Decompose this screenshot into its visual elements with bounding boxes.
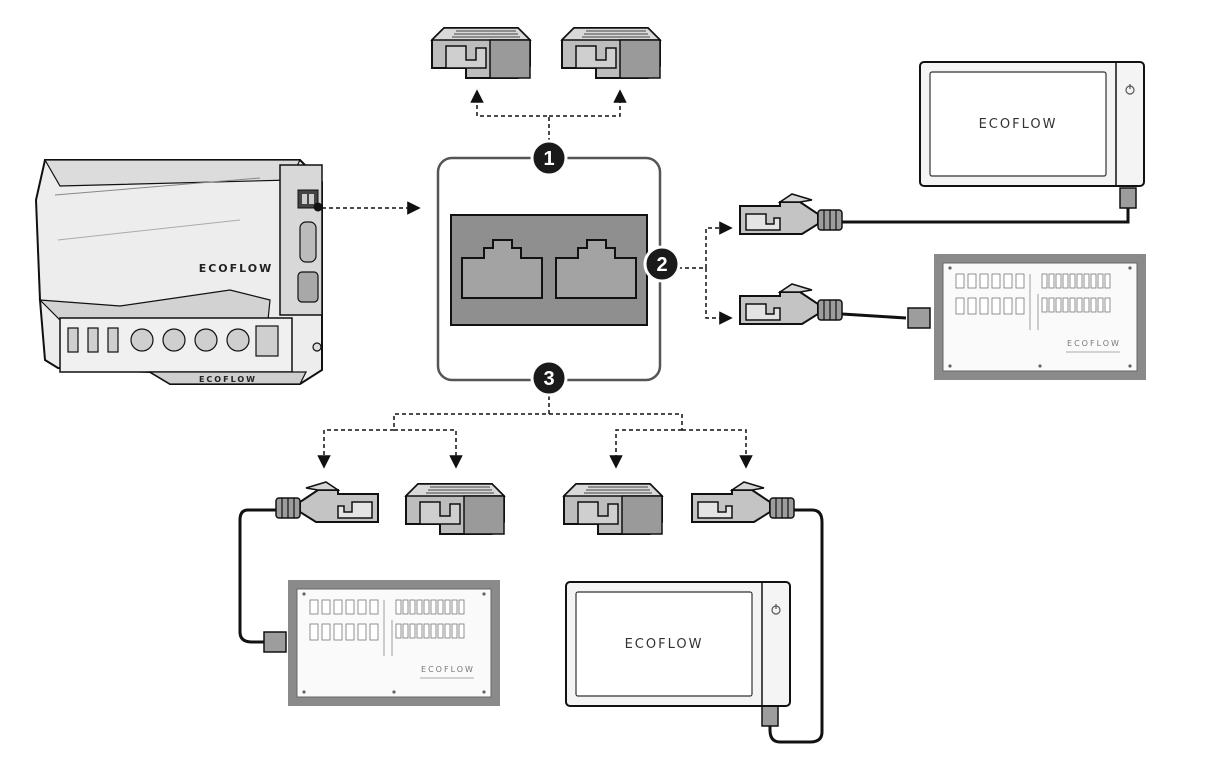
cable-to-lower-console xyxy=(768,508,824,744)
step-number-3: 3 xyxy=(543,368,554,390)
console-brand-label: ECOFLOW xyxy=(979,117,1058,132)
smart-panel-brand-label: ECOFLOW xyxy=(1067,339,1121,348)
step-number-2: 2 xyxy=(656,254,667,276)
hub-brand-label: ECOFLOW xyxy=(199,262,274,275)
step1-left-arrow xyxy=(470,89,550,142)
cable-to-console xyxy=(842,206,1130,224)
right-rj45-port xyxy=(555,239,637,299)
terminator-plug-icon xyxy=(405,483,505,535)
step-badge-3: 3 xyxy=(530,359,568,397)
step-badge-1: 1 xyxy=(530,139,568,177)
lower-smart-panel-brand-label: ECOFLOW xyxy=(421,665,475,674)
rj45-cable-plug-icon xyxy=(275,481,379,523)
smart-panel-icon: ECOFLOW xyxy=(287,579,501,707)
step2-upper-arrow xyxy=(678,221,733,269)
step1-right-arrow xyxy=(549,89,627,117)
step3-arrow-1 xyxy=(317,429,394,469)
step-number-1: 1 xyxy=(543,148,554,170)
console-display-icon: ECOFLOW xyxy=(565,581,791,707)
hub-base-brand-label: ECOFLOW xyxy=(199,375,257,384)
left-rj45-port xyxy=(461,239,543,299)
rj45-cable-plug-icon xyxy=(739,283,843,325)
terminator-plug-icon xyxy=(431,27,531,79)
step3-arrow-2 xyxy=(394,429,463,469)
terminator-plug-icon xyxy=(563,483,663,535)
terminator-plug-icon xyxy=(561,27,661,79)
console-display-icon: ECOFLOW xyxy=(919,61,1145,187)
step2-lower-arrow xyxy=(705,268,733,325)
rj45-cable-plug-icon xyxy=(691,481,795,523)
rj45-cable-plug-icon xyxy=(739,193,843,235)
rj45-dual-port-icon xyxy=(436,156,662,382)
step-badge-2: 2 xyxy=(643,245,681,283)
cable-to-smart-panel xyxy=(841,312,907,320)
smart-panel-icon: ECOFLOW xyxy=(933,253,1147,381)
cable-to-lower-smart-panel xyxy=(238,508,276,644)
lower-console-brand-label: ECOFLOW xyxy=(625,637,704,652)
inverter-hub-icon: ECOFLOW ECOFLOW xyxy=(34,159,323,385)
step3-arrow-4 xyxy=(682,429,753,469)
step3-arrow-3 xyxy=(609,429,682,469)
